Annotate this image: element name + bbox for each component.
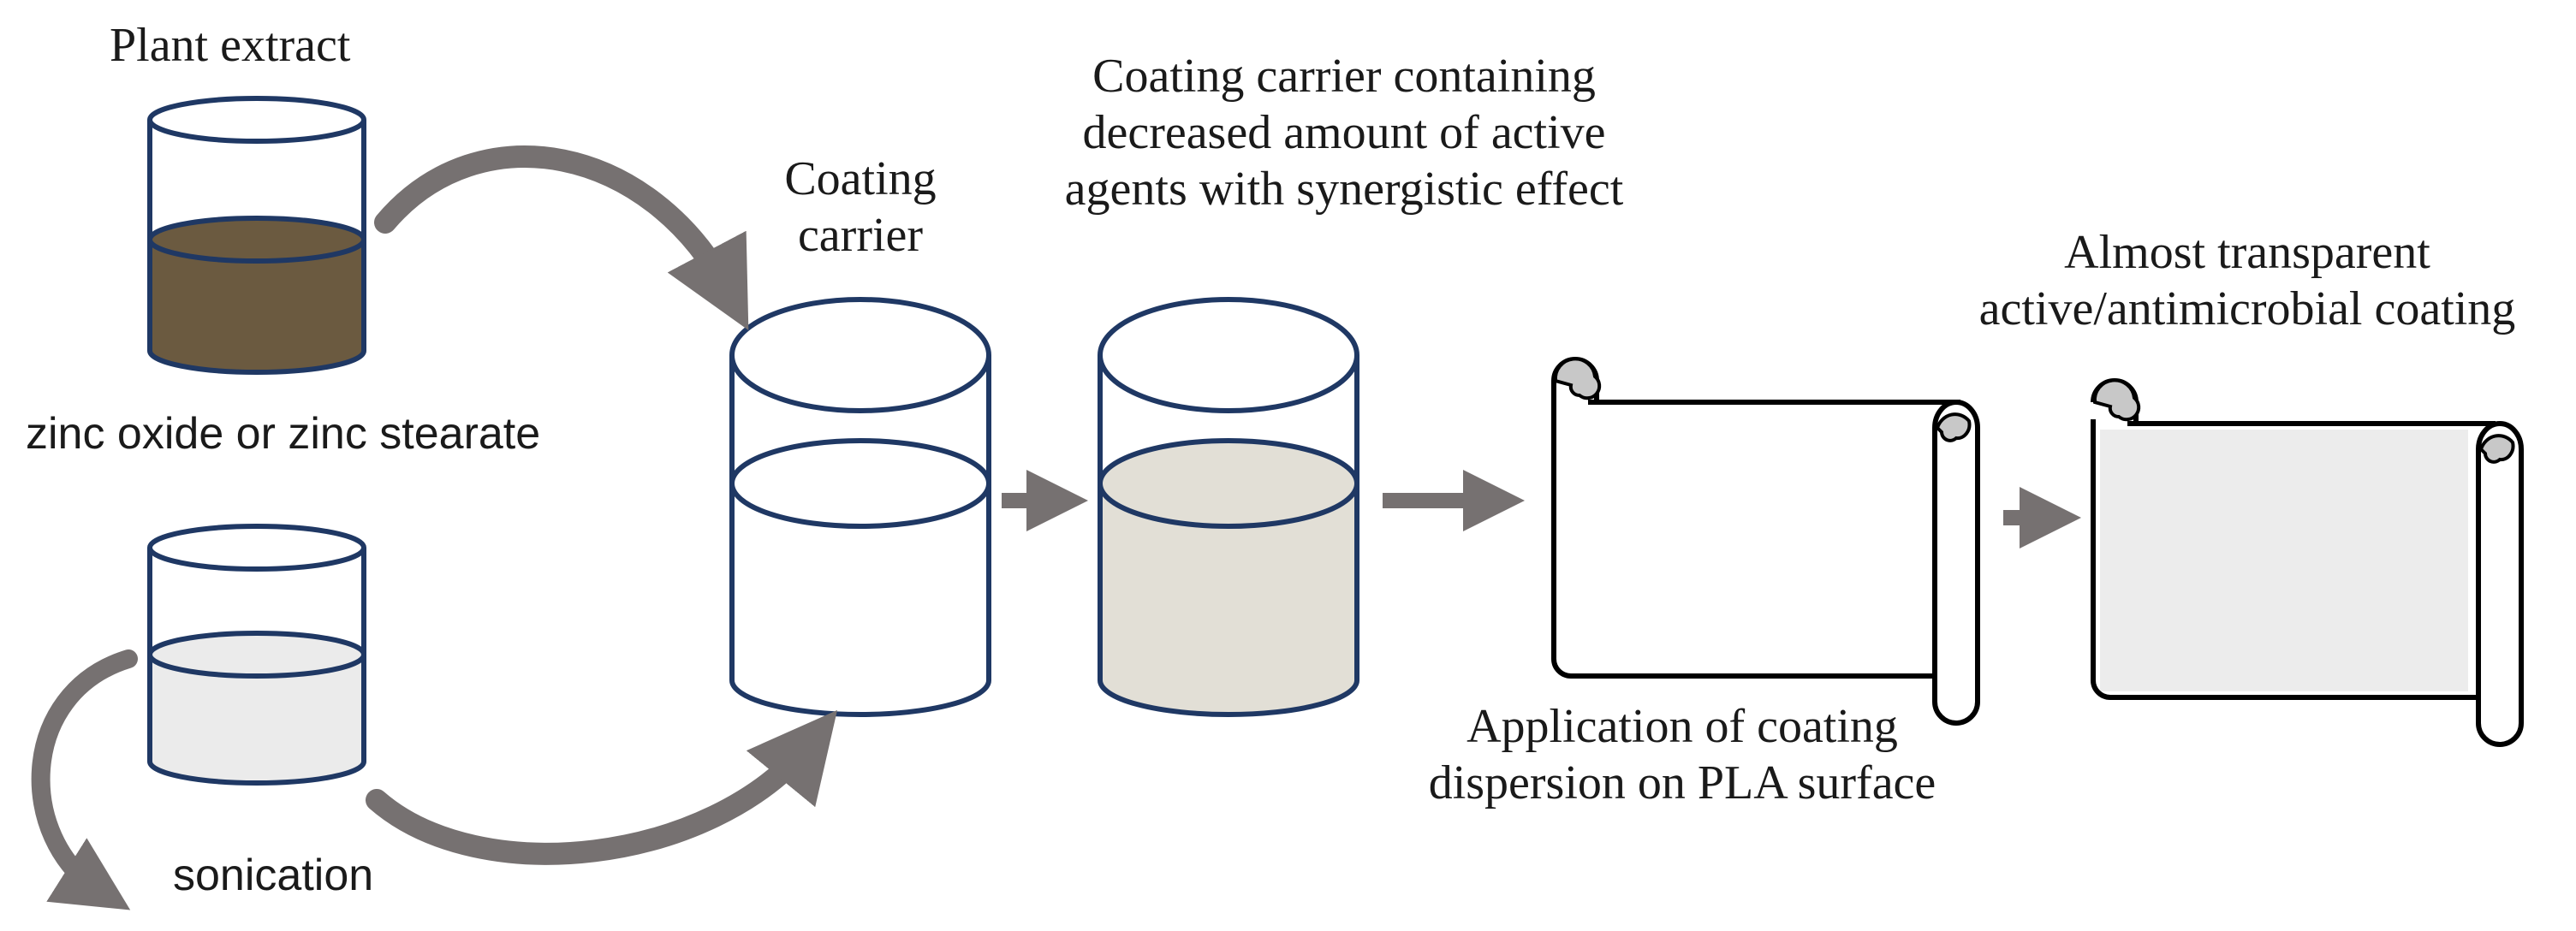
coating-carrier-beaker (729, 297, 991, 717)
application-label: Application of coating dispersion on PLA… (1374, 698, 1990, 811)
sonication-label: sonication (173, 851, 374, 900)
mixed-beaker (1098, 297, 1359, 717)
plant-extract-label: Plant extract (110, 19, 351, 72)
zinc-label: zinc oxide or zinc stearate (26, 409, 541, 459)
plant-extract-beaker (147, 96, 366, 375)
pla-film-uncoated (1551, 357, 1980, 726)
arrow-zinc-to-carrier (366, 709, 838, 865)
application-line-1: Application of coating (1466, 700, 1898, 753)
carrier-active-label: Coating carrier containing decreased amo… (1002, 48, 1687, 217)
application-line-2: dispersion on PLA surface (1428, 756, 1936, 809)
arrow-extract-to-carrier (374, 145, 749, 330)
coating-carrier-line-1: Coating (784, 152, 937, 205)
carrier-active-line-1: Coating carrier containing (1092, 50, 1596, 103)
coating-area (2100, 430, 2468, 691)
transparent-coating-label: Almost transparent active/antimicrobial … (1926, 224, 2568, 337)
zinc-beaker (147, 524, 366, 786)
pla-film-coated (2091, 378, 2524, 747)
coating-carrier-line-2: carrier (797, 209, 924, 262)
carrier-active-line-3: agents with synergistic effect (1064, 163, 1624, 216)
transparent-line-2: active/antimicrobial coating (1978, 282, 2516, 335)
zinc-liquid (150, 655, 364, 783)
transparent-line-1: Almost transparent (2064, 226, 2430, 279)
carrier-active-line-2: decreased amount of active (1082, 106, 1606, 159)
mixed-liquid (1100, 483, 1357, 715)
arrow-sonication (31, 649, 138, 910)
coating-carrier-label: Coating carrier (745, 151, 976, 264)
extract-liquid (150, 240, 364, 372)
